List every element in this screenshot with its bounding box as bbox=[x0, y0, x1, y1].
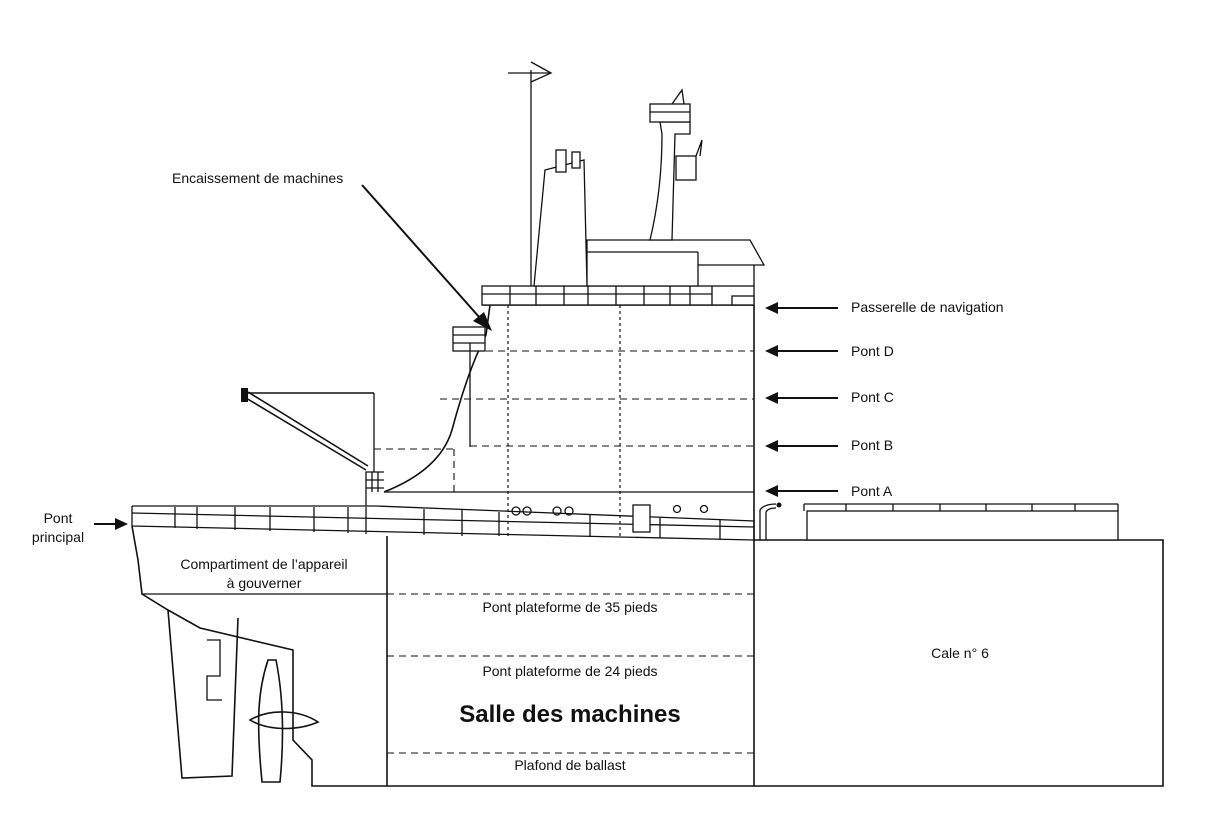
label-pont-35: Pont plateforme de 35 pieds bbox=[482, 599, 657, 615]
label-pont-principal-line2: principal bbox=[32, 529, 84, 545]
arrow-encaissement bbox=[361, 184, 481, 319]
label-pont-c: Pont C bbox=[851, 389, 894, 405]
deck-railing bbox=[174, 507, 721, 539]
superstructure bbox=[241, 61, 766, 540]
labels: Encaissement de machines Passerelle de n… bbox=[32, 170, 1004, 773]
propeller bbox=[248, 659, 320, 783]
label-pont-d: Pont D bbox=[851, 343, 894, 359]
hull bbox=[131, 505, 1164, 787]
label-pont-principal-line1: Pont bbox=[44, 510, 73, 526]
label-pont-24: Pont plateforme de 24 pieds bbox=[482, 663, 657, 679]
rudder bbox=[167, 609, 239, 779]
hold-6 bbox=[759, 502, 1119, 541]
label-salle-des-machines: Salle des machines bbox=[459, 701, 680, 728]
label-plafond-ballast: Plafond de ballast bbox=[514, 757, 625, 773]
arrows bbox=[94, 184, 838, 530]
label-cale-6: Cale n° 6 bbox=[931, 645, 989, 661]
label-passerelle: Passerelle de navigation bbox=[851, 299, 1004, 315]
label-compartiment-line1: Compartiment de l’appareil bbox=[180, 556, 347, 572]
deck-levels bbox=[374, 305, 754, 538]
label-encaissement: Encaissement de machines bbox=[172, 170, 343, 186]
label-pont-a: Pont A bbox=[851, 483, 893, 499]
label-pont-b: Pont B bbox=[851, 437, 893, 453]
label-compartiment-line2: à gouverner bbox=[227, 575, 302, 591]
